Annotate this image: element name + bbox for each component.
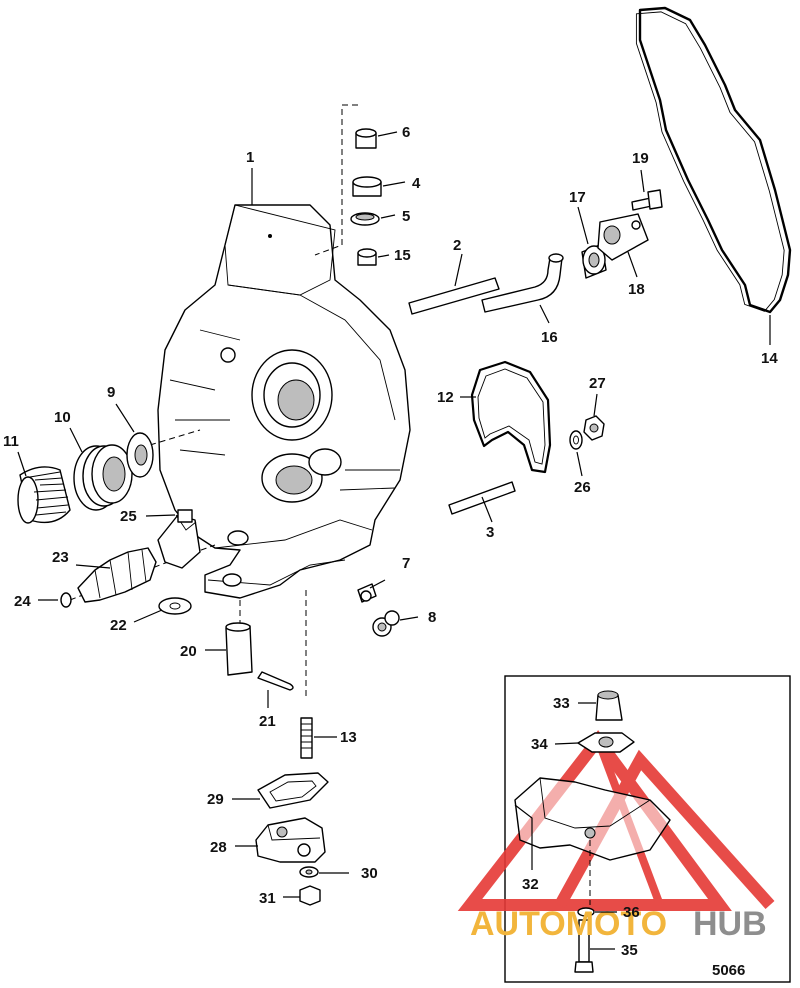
callout-25: 25	[120, 508, 137, 525]
callout-24: 24	[14, 593, 31, 610]
callout-28: 28	[210, 839, 227, 856]
callout-26: 26	[574, 479, 591, 496]
boot-23-part	[77, 547, 157, 603]
callout-32: 32	[522, 876, 539, 893]
callout-2: 2	[453, 237, 461, 254]
callout-1: 1	[246, 149, 254, 166]
plug-7-part	[357, 583, 377, 603]
callout-27: 27	[589, 375, 606, 392]
nut-27-part	[583, 415, 605, 441]
flange-18-part	[597, 213, 649, 261]
bushing-6-part	[355, 128, 377, 149]
figure-number: 5066	[712, 962, 745, 979]
callout-7: 7	[402, 555, 410, 572]
fitting-17-part	[581, 243, 607, 279]
tube-2-part	[408, 277, 500, 315]
ring-11-part	[17, 466, 71, 524]
callout-8: 8	[428, 609, 436, 626]
callout-12: 12	[437, 389, 454, 406]
bushing-4-part	[352, 176, 382, 197]
callout-34: 34	[531, 736, 548, 753]
gasket-12-part	[470, 360, 552, 474]
callout-13: 13	[340, 729, 357, 746]
callout-6: 6	[402, 124, 410, 141]
callout-22: 22	[110, 617, 127, 634]
callout-18: 18	[628, 281, 645, 298]
plug-15-part	[357, 248, 377, 266]
pin-20-part	[225, 622, 253, 676]
seal-5-part	[350, 212, 380, 226]
cotter-pin-21-part	[257, 671, 294, 691]
callout-10: 10	[54, 409, 71, 426]
washer-9-part	[126, 432, 154, 478]
bolt-35-part	[574, 919, 594, 973]
bearing-10-part	[73, 444, 133, 511]
gasket-34-part	[577, 732, 635, 753]
callout-14: 14	[761, 350, 778, 367]
washer-36-part	[577, 907, 595, 917]
watermark-text-b: HUB	[693, 905, 767, 943]
callout-5: 5	[402, 208, 410, 225]
callout-29: 29	[207, 791, 224, 808]
callout-9: 9	[107, 384, 115, 401]
screw-19-part	[631, 189, 663, 211]
gasket-14-part	[638, 6, 792, 314]
plate-32-part	[514, 777, 671, 861]
callout-17: 17	[569, 189, 586, 206]
fitting-8-part	[372, 610, 400, 637]
washer-30-part	[299, 866, 319, 878]
callout-35: 35	[621, 942, 638, 959]
assembly-axis-lower	[239, 590, 307, 700]
callout-31: 31	[259, 890, 276, 907]
nut-31-part	[299, 885, 321, 906]
callout-21: 21	[259, 713, 276, 730]
callout-19: 19	[632, 150, 649, 167]
callout-33: 33	[553, 695, 570, 712]
cam-25-part	[157, 509, 201, 569]
assembly-axis-upper	[314, 104, 358, 256]
callout-36: 36	[623, 904, 640, 921]
callout-11: 11	[3, 433, 19, 450]
callout-30: 30	[361, 865, 378, 882]
leader-lines	[17, 131, 771, 950]
callout-4: 4	[412, 175, 421, 192]
cover-28-part	[255, 817, 326, 863]
washer-26-part	[569, 430, 583, 450]
gasket-29-part	[257, 772, 329, 809]
clip-24-part	[60, 592, 72, 608]
callout-15: 15	[394, 247, 411, 264]
cap-33-part	[595, 690, 623, 721]
washer-22-part	[158, 597, 192, 615]
callout-20: 20	[180, 643, 197, 660]
inset-box	[504, 675, 791, 983]
callout-16: 16	[541, 329, 558, 346]
callout-23: 23	[52, 549, 69, 566]
gear-housing-part	[157, 204, 411, 599]
watermark-text-a: AUTOMOTO	[470, 905, 667, 943]
callout-3: 3	[486, 524, 494, 541]
stud-13-part	[300, 717, 313, 759]
